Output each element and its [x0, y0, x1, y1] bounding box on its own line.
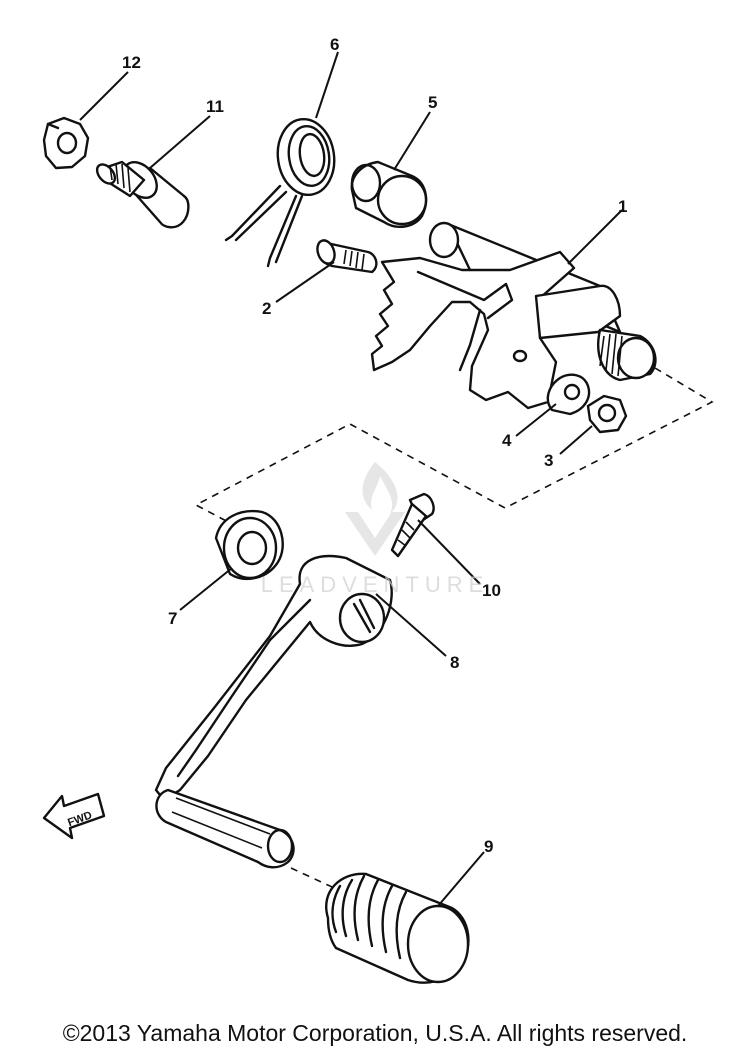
- part-1-shift-arm: [370, 221, 657, 410]
- callout-11: 11: [206, 97, 224, 116]
- callout-3: 3: [544, 451, 553, 470]
- callout-8: 8: [450, 653, 459, 672]
- callout-5: 5: [428, 93, 437, 112]
- part-8-shift-pedal: [154, 554, 393, 869]
- callout-4: 4: [502, 431, 512, 450]
- part-4-washer: [546, 373, 591, 416]
- callout-6: 6: [330, 35, 339, 54]
- copyright-notice: ©2013 Yamaha Motor Corporation, U.S.A. A…: [62, 1020, 688, 1046]
- part-2-shaft: [316, 239, 378, 274]
- assembly-guide-lines: [194, 367, 714, 894]
- callout-9: 9: [484, 837, 493, 856]
- callout-7: 7: [168, 609, 177, 628]
- leader-lines: [79, 51, 623, 907]
- part-3-nut: [586, 394, 628, 434]
- watermark-text: LEADVENTURE: [260, 572, 490, 597]
- fwd-arrow-icon: FWD: [42, 792, 106, 840]
- part-5-collar: [350, 160, 428, 228]
- part-9-pedal-rubber: [325, 872, 470, 984]
- part-12-washer: [42, 116, 90, 170]
- part-11-pin: [95, 160, 190, 229]
- callout-1: 1: [618, 197, 627, 216]
- part-6-spring: [224, 117, 336, 268]
- callout-10: 10: [482, 581, 501, 600]
- callout-2: 2: [262, 299, 271, 318]
- watermark-logo: [345, 462, 405, 556]
- callout-12: 12: [122, 53, 141, 72]
- part-7-seal: [214, 509, 284, 581]
- callout-numbers: 1 2 3 4 5 6 7 8 9 10 11 12: [122, 35, 627, 856]
- part-10-bolt: [390, 492, 435, 558]
